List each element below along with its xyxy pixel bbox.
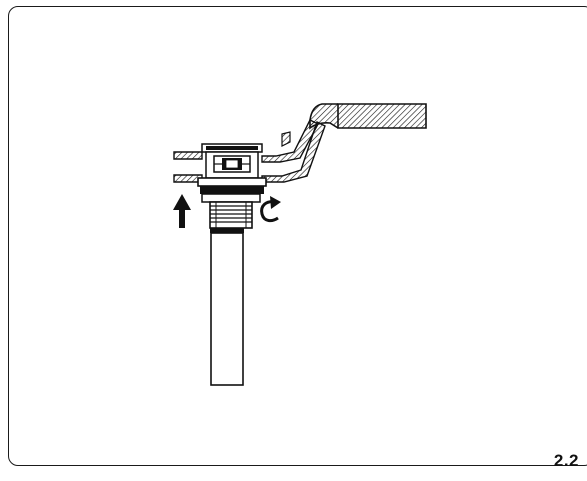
instruction-panel-frame bbox=[8, 6, 587, 466]
mounting-flange-nut bbox=[197, 177, 267, 203]
rotate-clockwise-icon bbox=[260, 196, 281, 223]
pop-up-drain-cap bbox=[201, 143, 263, 179]
sink-basin-wall bbox=[173, 119, 326, 183]
countertop-slab bbox=[309, 103, 427, 130]
tailpiece-pipe bbox=[210, 232, 244, 386]
up-arrow-icon bbox=[173, 194, 191, 228]
threaded-drain-body bbox=[209, 201, 253, 233]
step-number-label: 2.2 bbox=[553, 451, 579, 470]
